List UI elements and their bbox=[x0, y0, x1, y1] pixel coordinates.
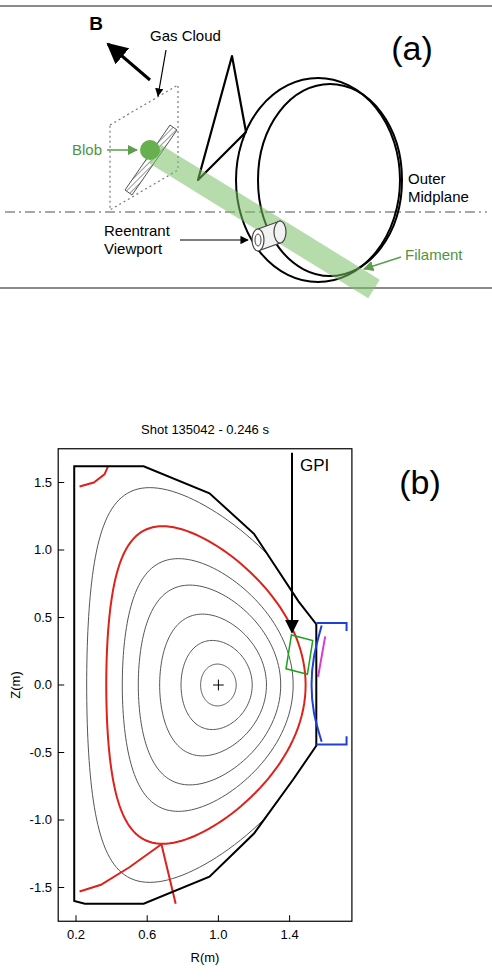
tick-mark bbox=[76, 915, 77, 921]
tick-label: 1.5 bbox=[34, 475, 52, 491]
tick-mark bbox=[58, 550, 64, 551]
hardware bbox=[74, 466, 346, 903]
tick-label: -0.5 bbox=[30, 745, 52, 761]
flux-contour bbox=[181, 640, 252, 729]
gpi-view-box bbox=[286, 635, 313, 674]
viewport-leader bbox=[180, 239, 248, 240]
top-boundary bbox=[0, 5, 492, 7]
tick-label: 1.0 bbox=[209, 927, 227, 943]
flux-contour bbox=[160, 614, 267, 756]
flux-contour bbox=[201, 664, 237, 706]
reentrant-viewport-symbol bbox=[252, 221, 286, 251]
gpi-arrow bbox=[291, 453, 293, 633]
tick-mark bbox=[58, 685, 64, 686]
panel-label: (a) bbox=[391, 28, 433, 69]
gas-manifold bbox=[198, 56, 246, 180]
separatrix bbox=[106, 526, 305, 844]
part-label: Gas Cloud bbox=[150, 27, 221, 45]
flux-contour bbox=[122, 559, 293, 812]
vessel-port-inner bbox=[258, 84, 402, 276]
blob-circle bbox=[140, 140, 160, 160]
tick-label: 0.2 bbox=[67, 927, 85, 943]
filament-leader bbox=[364, 257, 401, 269]
tick-label: 0.5 bbox=[34, 610, 52, 626]
separatrix-upper bbox=[80, 466, 108, 486]
panel-b bbox=[58, 449, 352, 922]
part-label: Filament bbox=[405, 246, 463, 264]
axis-title: R(m) bbox=[191, 950, 220, 966]
field-label: B bbox=[89, 13, 103, 36]
bottom-boundary bbox=[0, 287, 492, 289]
plot-frame bbox=[58, 449, 352, 922]
tick-label: 1.4 bbox=[281, 927, 299, 943]
part-label: Outer Midplane bbox=[408, 170, 486, 206]
blob-leader bbox=[107, 149, 137, 151]
tick-mark bbox=[58, 482, 64, 483]
plot-title: Shot 135042 - 0.246 s bbox=[141, 422, 269, 438]
tick-mark bbox=[289, 915, 290, 921]
gas-manifold-line bbox=[318, 636, 325, 677]
gas-cloud-plane bbox=[110, 85, 178, 210]
gas-cloud-leader bbox=[158, 50, 166, 96]
tick-mark bbox=[58, 752, 64, 753]
tick-label: -1.0 bbox=[30, 812, 52, 828]
part-label: Reentrant Viewport bbox=[104, 222, 178, 258]
part-label: Blob bbox=[72, 141, 102, 159]
tick-mark bbox=[58, 617, 64, 618]
divertor-leg bbox=[80, 844, 162, 891]
tick-label: -1.5 bbox=[30, 880, 52, 896]
tick-mark bbox=[58, 887, 64, 888]
tick-label: 1.0 bbox=[34, 542, 52, 558]
tick-mark bbox=[218, 915, 219, 921]
panel-label: (b) bbox=[399, 462, 441, 503]
b-field-arrow bbox=[108, 44, 150, 80]
panel-a bbox=[0, 6, 492, 289]
tick-label: 0.0 bbox=[34, 677, 52, 693]
vessel-wall bbox=[74, 466, 316, 903]
axis-marker bbox=[218, 680, 219, 691]
flux-contour bbox=[138, 585, 280, 785]
tick-mark bbox=[147, 915, 148, 921]
axis-title: Z(m) bbox=[8, 671, 24, 698]
diagnostic-label: GPI bbox=[300, 456, 329, 476]
tick-label: 0.6 bbox=[138, 927, 156, 943]
filament-band bbox=[155, 154, 374, 289]
tick-mark bbox=[58, 820, 64, 821]
axis-ticks bbox=[58, 483, 289, 922]
